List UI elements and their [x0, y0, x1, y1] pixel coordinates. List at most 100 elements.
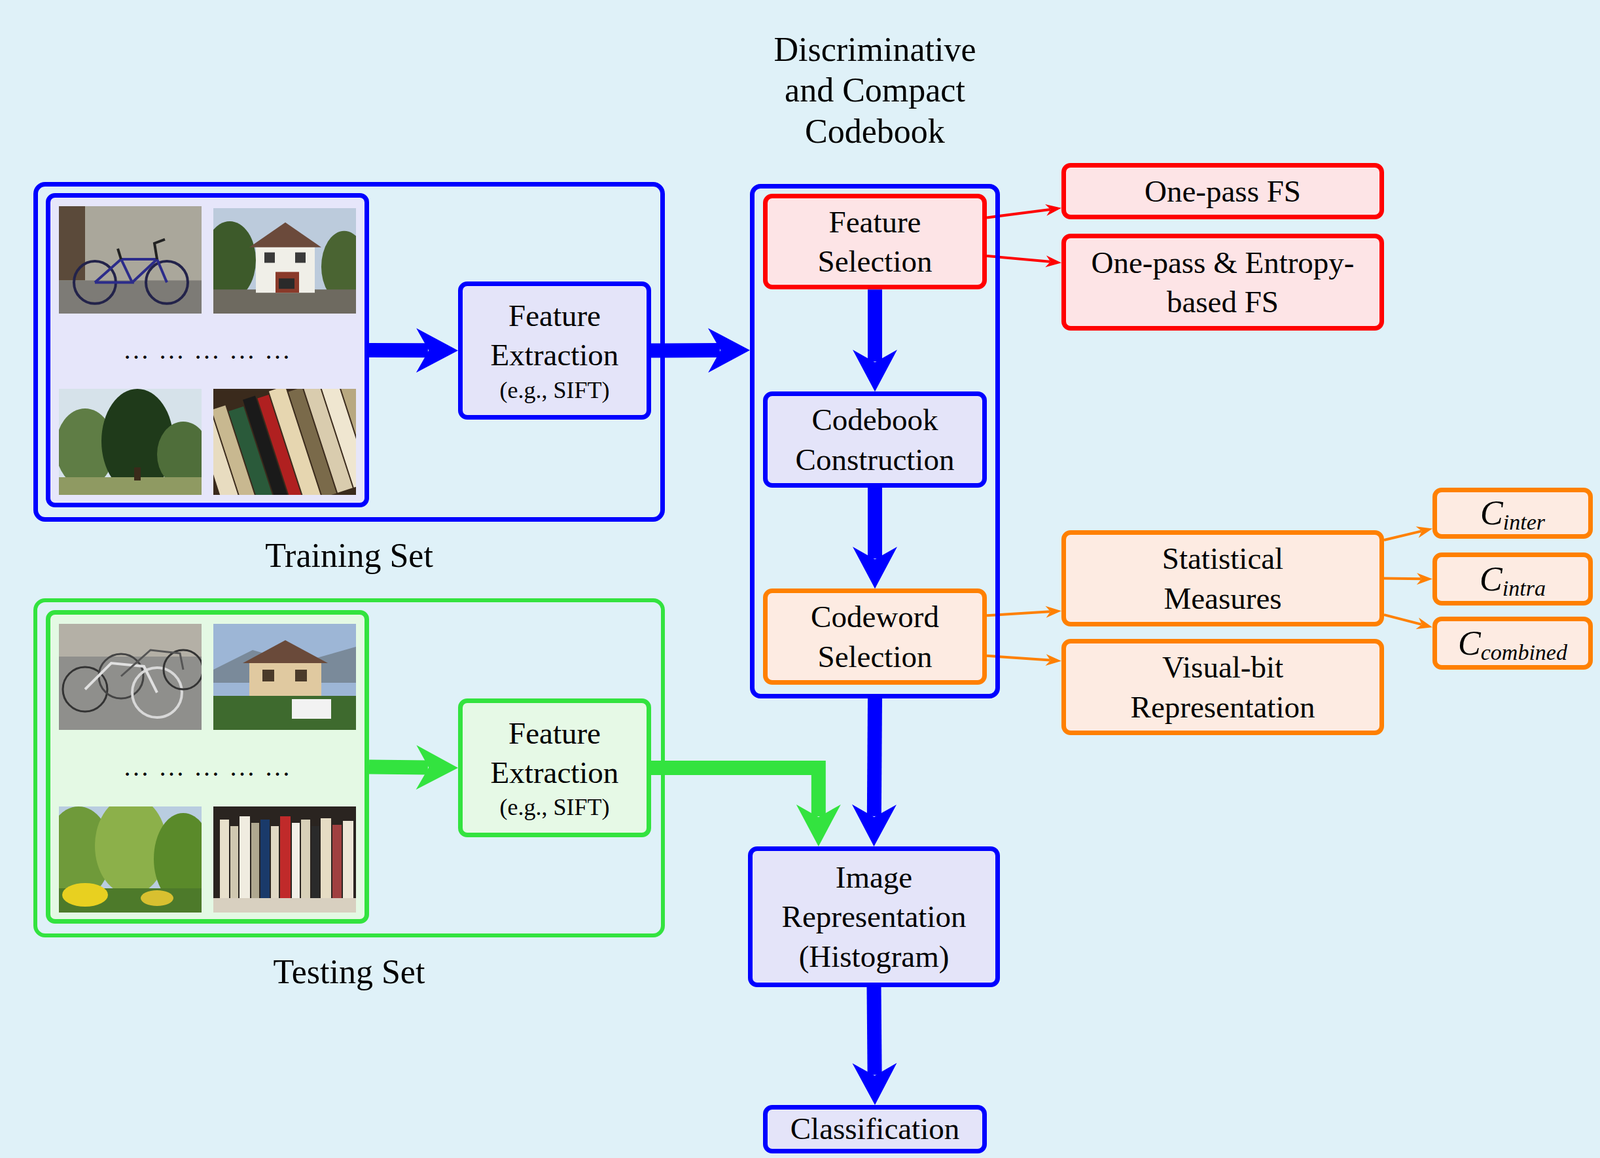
- method-box: Statistical Measures: [1061, 530, 1385, 626]
- flow-arrow: [852, 698, 897, 847]
- arrow-shaft: [1384, 577, 1422, 581]
- house-photo: [295, 252, 306, 264]
- math-symbol: C: [1457, 626, 1481, 661]
- bookshelf-photo: [342, 820, 354, 898]
- arrow-shaft: [1384, 530, 1422, 540]
- bicycle-photo: [58, 206, 202, 314]
- house-photo: [203, 208, 368, 314]
- image-panel: … … … … …: [45, 193, 370, 508]
- arrowhead: [416, 327, 459, 373]
- flow-arrow: [1384, 572, 1433, 585]
- bicycle-photo: [58, 206, 86, 281]
- bookshelf-photo: [280, 816, 291, 898]
- node-label: Feature Selection: [776, 202, 974, 281]
- node-label: Statistical Measures: [1115, 538, 1332, 618]
- trees-photo: [62, 882, 108, 907]
- arrowhead: [1045, 255, 1062, 267]
- bookshelf-photo: [213, 806, 356, 913]
- house-photo: [255, 244, 315, 294]
- node-label: One-pass FS: [1144, 171, 1301, 211]
- process-box: Codebook Construction: [763, 391, 987, 487]
- house-photo: [295, 669, 307, 682]
- process-box: Classification: [763, 1104, 987, 1154]
- arrow-shaft: [369, 759, 428, 775]
- bicycles-photo: [85, 662, 158, 693]
- math-symbol: C: [1479, 562, 1503, 597]
- bicycles-photo: [58, 623, 202, 657]
- house-photo: [264, 252, 275, 264]
- group-box: Training Set… … … … …Feature Extraction(…: [33, 181, 665, 522]
- group-heading: Training Set: [37, 535, 661, 576]
- arrowhead: [1045, 653, 1062, 666]
- node-label: Codeword Selection: [776, 596, 974, 676]
- bookshelf-photo: [332, 824, 342, 898]
- node-label: Codebook Construction: [776, 399, 974, 479]
- arrowhead: [1045, 204, 1062, 216]
- arrowhead: [416, 744, 459, 790]
- house-photo: [275, 271, 300, 293]
- arrowhead: [1416, 617, 1433, 629]
- flow-arrow: [369, 327, 459, 373]
- node-label: Image Representation (Histogram): [763, 857, 986, 976]
- tree-photo: [134, 467, 141, 481]
- bicycle-photo: [154, 239, 165, 260]
- ellipsis-text: … … … … …: [123, 333, 292, 367]
- measure-box: Ccombined: [1432, 616, 1593, 670]
- process-box: Codeword Selection: [763, 588, 987, 684]
- house-photo: [213, 695, 356, 730]
- method-box: One-pass & Entropy-based FS: [1061, 233, 1385, 331]
- node-label: One-pass & Entropy-based FS: [1075, 242, 1371, 322]
- arrow-shaft: [651, 767, 819, 817]
- process-box: Feature Extraction(e.g., SIFT): [458, 281, 652, 420]
- group-box: Discriminative and Compact CodebookFeatu…: [749, 183, 1000, 699]
- house-photo: [291, 698, 332, 719]
- trees-photo: [140, 889, 174, 906]
- flow-arrow: [651, 767, 841, 847]
- method-box: One-pass FS: [1061, 162, 1385, 220]
- math-subscript: intra: [1502, 577, 1546, 600]
- image-panel: … … … … …: [45, 609, 370, 924]
- flow-arrow: [1384, 614, 1433, 629]
- group-heading: Testing Set: [37, 951, 661, 993]
- tree-photo: [58, 477, 202, 495]
- bookshelf-photo: [213, 806, 356, 913]
- bookshelf-photo: [311, 825, 320, 898]
- bookshelf-photo: [291, 822, 300, 898]
- measure-box: Cintra: [1432, 552, 1593, 606]
- process-box: Image Representation (Histogram): [747, 846, 1000, 987]
- arrowhead: [852, 349, 898, 392]
- arrowhead: [852, 546, 898, 589]
- process-box: Feature Selection: [763, 193, 987, 290]
- house-photo: [242, 640, 328, 663]
- flow-arrow: [852, 487, 898, 589]
- arrowhead: [852, 1062, 897, 1105]
- bicycle-photo: [132, 259, 158, 283]
- flow-arrow: [1384, 526, 1433, 540]
- trees-photo: [45, 796, 213, 913]
- bookshelf-photo: [320, 817, 332, 898]
- arrow-shaft: [1384, 614, 1422, 625]
- node-label: (e.g., SIFT): [499, 791, 610, 822]
- bookshelf-photo: [251, 822, 260, 898]
- node-label: Classification: [790, 1111, 960, 1146]
- ellipsis-text: … … … … …: [123, 749, 292, 784]
- arrowhead: [1416, 526, 1433, 538]
- process-box: Feature Extraction(e.g., SIFT): [458, 698, 652, 837]
- bookshelf-photo: [239, 816, 250, 898]
- bicycles-photo: [121, 649, 184, 676]
- bookshelf-photo: [219, 819, 230, 898]
- house-photo: [213, 623, 356, 730]
- arrowhead: [1416, 572, 1433, 585]
- flow-arrow: [651, 327, 750, 373]
- house-photo: [203, 221, 256, 300]
- house-photo: [249, 222, 322, 248]
- house-photo: [213, 623, 356, 730]
- bicycle-photo: [94, 259, 167, 283]
- node-label: (e.g., SIFT): [499, 374, 610, 406]
- arrow-shaft: [874, 698, 875, 817]
- group-heading: Discriminative and Compact Codebook: [754, 29, 996, 152]
- bookshelf-photo: [260, 819, 270, 898]
- bookshelf-photo: [270, 825, 279, 898]
- bookshelf-photo: [301, 819, 311, 898]
